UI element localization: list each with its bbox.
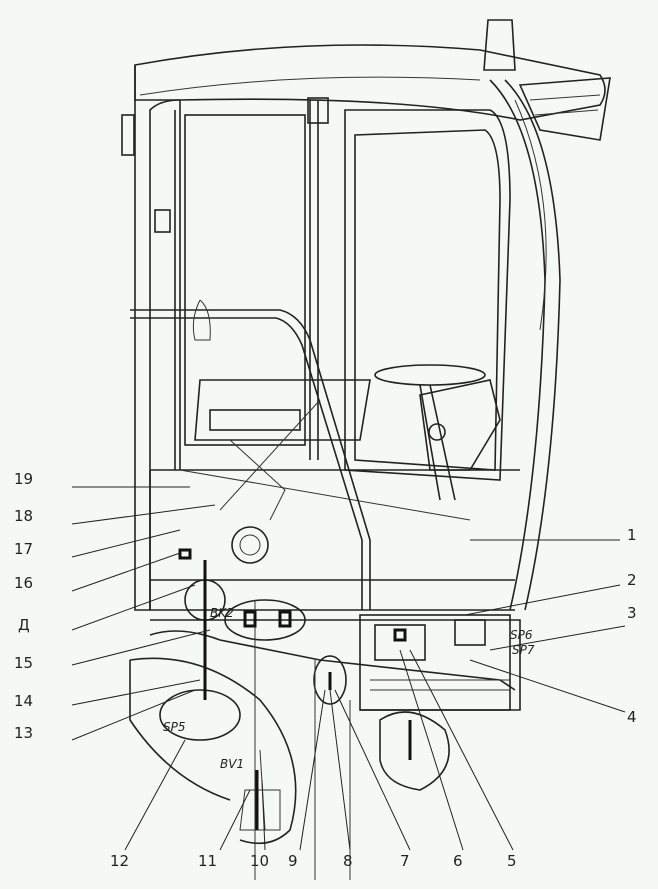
callout-9: 9: [288, 852, 298, 870]
label-sp5: SP5: [163, 720, 186, 734]
callout-15: 15: [14, 654, 33, 672]
callout-6: 6: [453, 852, 463, 870]
callouts-left: 19 18 17 16 Д 15 14 13: [14, 470, 33, 742]
callout-3: 3: [627, 604, 637, 622]
callout-7: 7: [400, 852, 410, 870]
callout-5: 5: [507, 852, 517, 870]
callout-2: 2: [627, 571, 637, 589]
callout-1: 1: [627, 526, 637, 544]
callout-16: 16: [14, 574, 33, 592]
callouts-bottom: 12 11 10 9 8 7 6 5: [110, 852, 517, 870]
callout-d: Д: [18, 616, 30, 634]
label-sp6: SP6: [510, 628, 533, 642]
callout-18: 18: [14, 507, 33, 525]
callout-10: 10: [250, 852, 269, 870]
callouts-right: 1 2 3 4: [627, 526, 637, 726]
callout-12: 12: [110, 852, 129, 870]
callout-8: 8: [343, 852, 353, 870]
callout-11: 11: [198, 852, 217, 870]
label-sp7: SP7: [512, 643, 535, 657]
callout-14: 14: [14, 692, 33, 710]
label-bk2: BK2: [210, 606, 234, 620]
cab-outline: [121, 19, 611, 880]
callout-17: 17: [14, 540, 33, 558]
component-labels: BK2 SP6 SP7 SP5 BV1: [163, 606, 535, 771]
callout-19: 19: [14, 470, 33, 488]
callout-13: 13: [14, 724, 33, 742]
leader-lines: [71, 486, 626, 851]
label-bv1: BV1: [220, 757, 244, 771]
callout-4: 4: [627, 708, 637, 726]
